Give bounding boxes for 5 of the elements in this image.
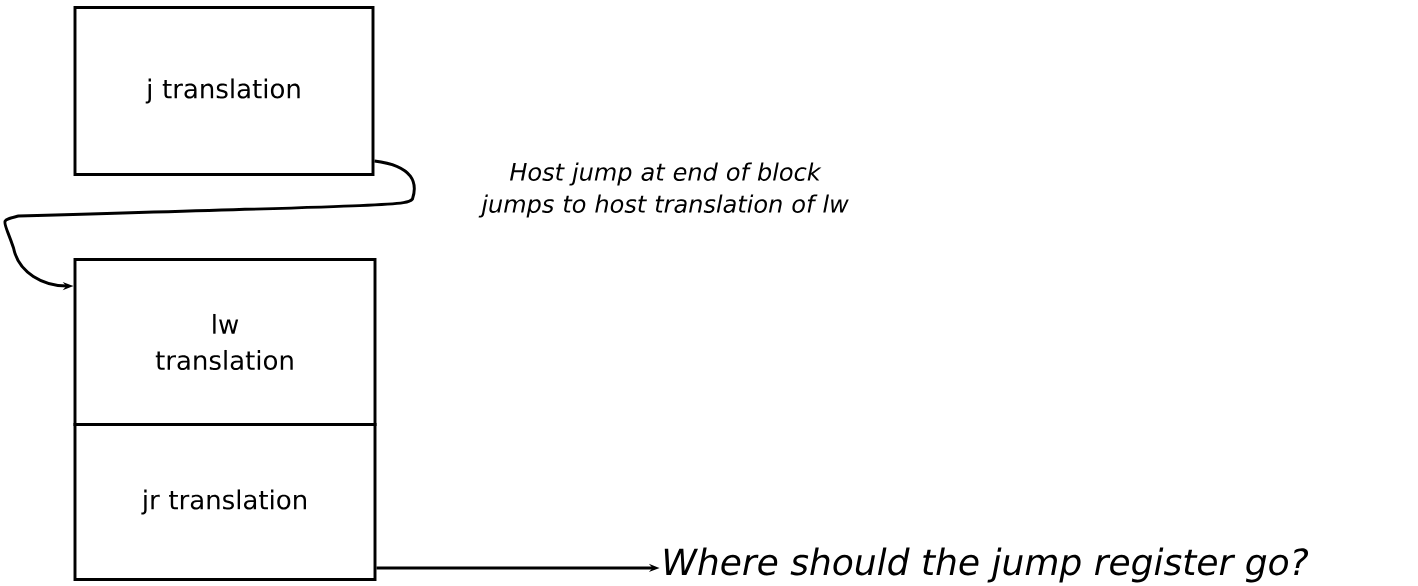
- edge-label: Host jump at end of block jumps to host translation of lw: [478, 162, 849, 218]
- translation-box: jr translation: [73, 423, 377, 581]
- translation-box: j translation: [73, 6, 375, 176]
- translation-box: lw translation: [73, 258, 377, 426]
- question-text: Where should the jump register go?: [664, 547, 1309, 583]
